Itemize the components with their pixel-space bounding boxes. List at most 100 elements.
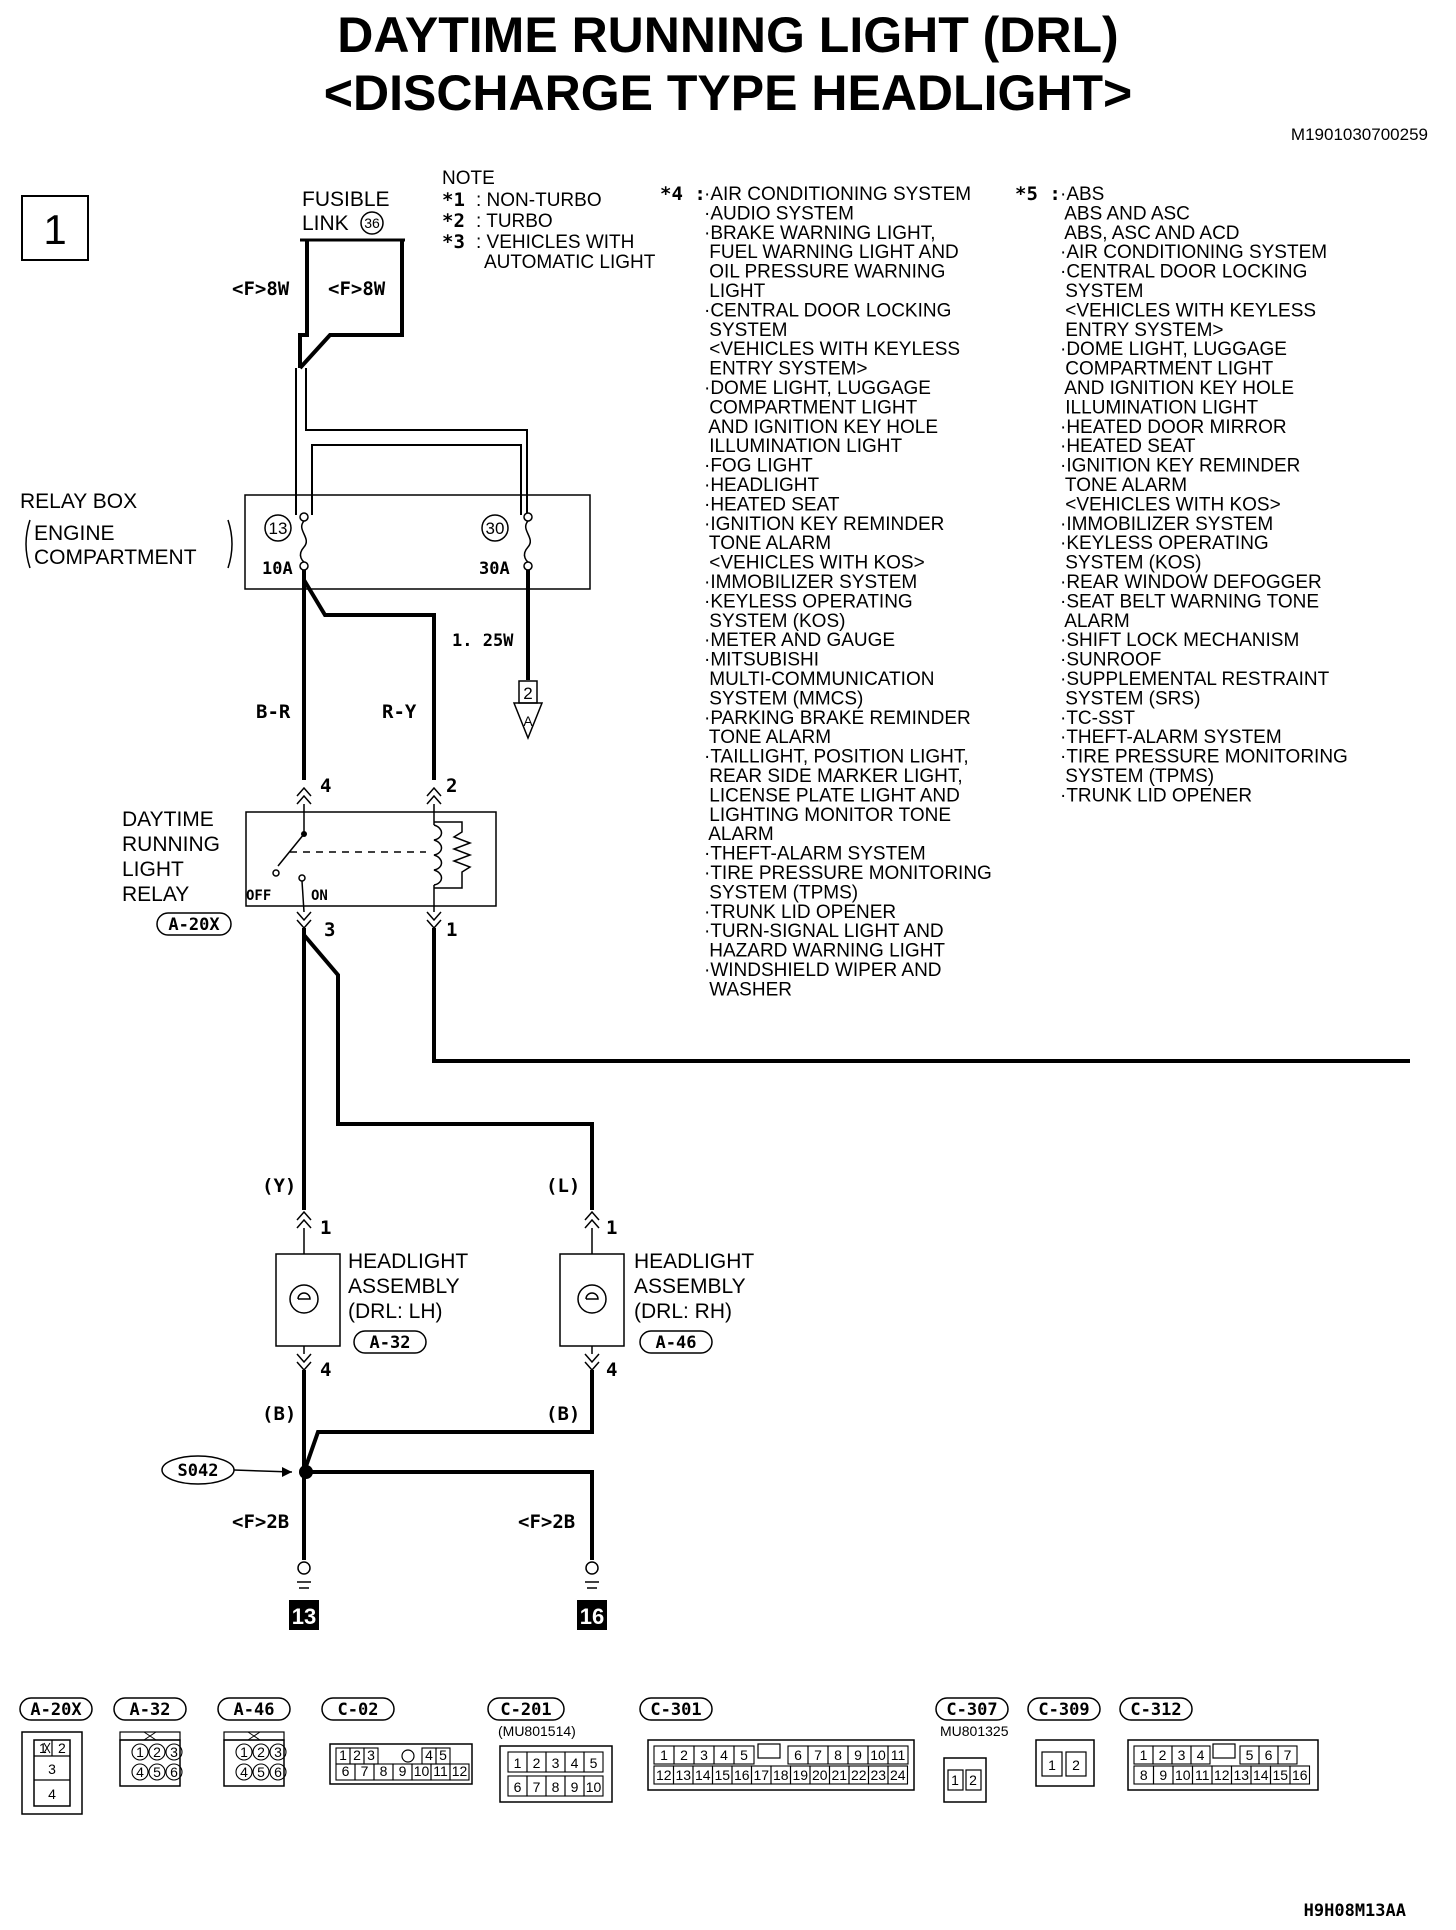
headlight-rh-label-2: ASSEMBLY xyxy=(634,1275,746,1298)
conn-c02-name: C-02 xyxy=(338,1700,379,1720)
ground-left-badge xyxy=(289,1600,319,1630)
ground-left-terminal xyxy=(297,1561,311,1575)
conn-c301-pin: 17 xyxy=(753,1767,769,1783)
conn-c312-badge xyxy=(1119,1697,1193,1721)
drl-relay-connector: A-20X xyxy=(168,915,220,935)
conn-c312-pin: 3 xyxy=(1178,1747,1186,1763)
splice-pointer-arrow xyxy=(282,1467,292,1477)
headlight-lh-pin-top: 1 xyxy=(320,1217,331,1239)
drl-relay-connector-badge xyxy=(156,912,232,936)
conn-c301-pin: 11 xyxy=(891,1747,906,1763)
list5-line: ILLUMINATION LIGHT xyxy=(1060,397,1259,418)
conn-c301-pin: 13 xyxy=(675,1767,691,1783)
list4-line: AND IGNITION KEY HOLE xyxy=(704,417,938,438)
conn-c307-rect-1 xyxy=(947,1769,964,1791)
relay-box-paren-left xyxy=(25,519,31,569)
headlight-rh-box xyxy=(559,1253,625,1347)
relay-on-label: ON xyxy=(311,888,328,904)
headlight-rh-connector-badge xyxy=(639,1330,713,1354)
conn-c02-pin: 1 xyxy=(339,1747,347,1763)
list4-line: HAZARD WARNING LIGHT xyxy=(704,941,945,962)
relay-pin1-connector xyxy=(426,911,442,930)
conn-c312-pin: 13 xyxy=(1233,1767,1249,1783)
conn-c301-pin: 9 xyxy=(854,1747,862,1763)
conn-c02-key-icon xyxy=(401,1749,415,1763)
list5-line: ·IGNITION KEY REMINDER xyxy=(1060,456,1300,477)
splice-point xyxy=(299,1465,313,1479)
list5-line: ABS AND ASC xyxy=(1060,203,1190,224)
list5-line: SYSTEM (SRS) xyxy=(1060,688,1200,709)
list5-line: ·SEAT BELT WARNING TONE xyxy=(1060,591,1319,612)
fuse-right-number: 30 xyxy=(486,519,505,538)
drl-relay-label-3: LIGHT xyxy=(122,858,184,881)
conn-c301-pin: 10 xyxy=(870,1747,886,1763)
conn-a32-pin: 3 xyxy=(170,1744,178,1760)
conn-c301-cell xyxy=(733,1745,755,1765)
conn-a32-name: A-32 xyxy=(130,1700,171,1720)
fuse-left-number-circle xyxy=(264,514,292,542)
list5-group: ·ABS ABS AND ASC ABS, ASC AND ACD·AIR CO… xyxy=(1060,184,1348,806)
headlight-rh-connector: A-46 xyxy=(656,1333,697,1353)
conn-a46-pin: 4 xyxy=(240,1764,248,1780)
conn-a46-pin: 3 xyxy=(274,1744,282,1760)
conn-c301-badge xyxy=(639,1697,713,1721)
conn-c201-pin: 9 xyxy=(571,1779,579,1795)
conn-c312-pin: 15 xyxy=(1272,1767,1288,1783)
conn-c201-part: (MU801514) xyxy=(498,1723,576,1739)
list4-line: ·AUDIO SYSTEM xyxy=(704,203,854,224)
list5-line: ·TC-SST xyxy=(1060,708,1135,729)
drl-relay-box xyxy=(245,811,497,907)
conn-c312-pin: 10 xyxy=(1175,1767,1191,1783)
wire-b-right xyxy=(302,1370,594,1473)
conn-c301-pin: 19 xyxy=(792,1767,808,1783)
conn-c312-pin: 7 xyxy=(1284,1747,1292,1763)
conn-c307-pin-2: 2 xyxy=(969,1772,977,1788)
wire-ground-right xyxy=(304,1470,594,1560)
conn-c309-body xyxy=(1035,1739,1095,1787)
conn-a32-cell xyxy=(148,1743,166,1761)
conn-c301-pin: 7 xyxy=(814,1747,822,1763)
wire-label-125w: 1. 25W xyxy=(452,631,514,651)
note-text-3: : VEHICLES WITH xyxy=(476,232,634,253)
fusible-link-number-circle xyxy=(360,211,384,235)
list4-line: OIL PRESSURE WARNING xyxy=(704,262,945,283)
conn-a46-body xyxy=(223,1739,285,1787)
list4-mark: *4 : xyxy=(660,183,706,205)
conn-a32-cell xyxy=(165,1743,183,1761)
conn-c301-pin: 6 xyxy=(794,1747,802,1763)
list5-line: ·AIR CONDITIONING SYSTEM xyxy=(1060,242,1327,263)
drl-relay-label-1: DAYTIME xyxy=(122,808,214,831)
splice-label: S042 xyxy=(178,1461,219,1481)
conn-c309-rect-4 xyxy=(1065,1751,1087,1777)
wire-label-r-y: R-Y xyxy=(382,701,417,723)
relay-box-label3: COMPARTMENT xyxy=(34,546,197,569)
fuse-left-terminal-bottom xyxy=(299,561,309,571)
headlight-lh-connector-badge xyxy=(353,1330,427,1354)
conn-c312-cell xyxy=(1277,1745,1298,1765)
conn-a32-pin: 4 xyxy=(136,1764,144,1780)
conn-c307-badge xyxy=(935,1697,1009,1721)
conn-c02-pin: 8 xyxy=(380,1763,388,1779)
conn-c02-badge xyxy=(321,1697,395,1721)
conn-a20x-body xyxy=(21,1731,83,1815)
fusible-link-label2: LINK xyxy=(302,212,349,235)
conn-c307-part: MU801325 xyxy=(940,1723,1009,1739)
conn-c312-pin: 16 xyxy=(1292,1767,1308,1783)
headlight-lh-label-2: ASSEMBLY xyxy=(348,1275,460,1298)
conn-c312-name: C-312 xyxy=(1130,1700,1181,1720)
ref-triangle xyxy=(512,702,544,741)
list5-line: ALARM xyxy=(1060,611,1130,632)
list4-line: ALARM xyxy=(704,824,774,845)
section-number-box xyxy=(21,195,89,261)
headlight-rh-pin-top: 1 xyxy=(606,1217,617,1239)
conn-c201-pin: 3 xyxy=(552,1755,560,1771)
bus-line-c xyxy=(311,444,522,515)
list5-line: SYSTEM xyxy=(1060,281,1143,302)
drl-relay-pin-4: 4 xyxy=(320,775,331,797)
conn-c312-pin: 9 xyxy=(1159,1767,1167,1783)
headlight-lh-lamp-icon xyxy=(289,1284,319,1314)
list4-line: ·KEYLESS OPERATING xyxy=(704,591,913,612)
